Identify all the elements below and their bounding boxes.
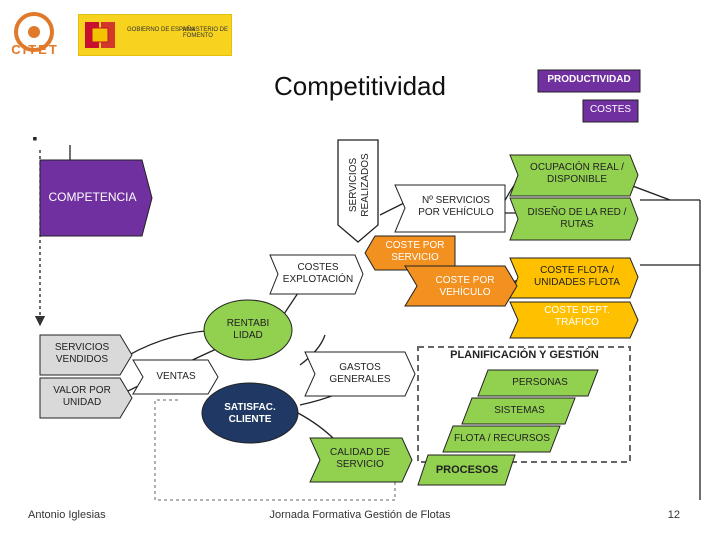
servicios-realizados-label: SERVICIOS REALIZADOS bbox=[348, 153, 371, 217]
government-logo: GOBIERNO DE ESPAÑA MINISTERIO DE FOMENTO bbox=[78, 14, 232, 56]
coste-vehiculo-label: COSTE POR VEHÍCULO bbox=[435, 275, 495, 298]
citet-logo-text: CITET bbox=[11, 42, 59, 57]
coat-of-arms-icon bbox=[85, 22, 115, 48]
satisfaccion-oval bbox=[201, 382, 299, 444]
connector-satisfac-calidad bbox=[297, 412, 336, 441]
gov-right-text: MINISTERIO DE FOMENTO bbox=[183, 27, 229, 39]
calidad-servicio-shape bbox=[309, 437, 413, 483]
procesos-shape bbox=[417, 454, 516, 486]
servicios-vendidos-shape bbox=[39, 334, 133, 376]
connector-right-1 bbox=[629, 184, 671, 201]
valor-unidad-shape bbox=[39, 377, 133, 419]
rentabilidad-label: RENTABI LIDAD bbox=[226, 318, 270, 341]
planificacion-frame bbox=[417, 346, 631, 463]
personas-shape bbox=[477, 369, 599, 397]
bullet-marker: ▪ bbox=[32, 130, 38, 146]
competencia-label: COMPETENCIA bbox=[48, 190, 137, 204]
coste-vehiculo-shape bbox=[404, 265, 518, 307]
planificacion-label: PLANIFICACIÓN Y GESTIÓN bbox=[450, 349, 599, 361]
gastos-generales-shape bbox=[304, 351, 416, 397]
coste-servicio-label: COSTE POR SERVICIO bbox=[385, 240, 445, 263]
competencia-shape bbox=[39, 159, 153, 237]
sistemas-label: SISTEMAS bbox=[494, 405, 545, 416]
diseno-red-label: DISEÑO DE LA RED / RUTAS bbox=[527, 207, 627, 230]
citet-logo: CITET bbox=[6, 10, 64, 60]
personas-label: PERSONAS bbox=[512, 377, 568, 388]
coste-dept-shape bbox=[509, 301, 639, 339]
calidad-servicio-label: CALIDAD DE SERVICIO bbox=[329, 447, 390, 470]
rentabilidad-oval bbox=[203, 299, 293, 361]
productividad-label: PRODUCTIVIDAD bbox=[547, 74, 631, 85]
flota-recursos-shape bbox=[442, 425, 561, 453]
costes-label: COSTES bbox=[589, 104, 632, 115]
ocupacion-shape bbox=[509, 154, 639, 197]
coste-dept-label: COSTE DEPT. TRÁFICO bbox=[544, 305, 610, 328]
diseno-red-shape bbox=[509, 197, 639, 241]
costes-explotacion-label: COSTES EXPLOTACIÓN bbox=[282, 262, 354, 285]
satisfaccion-label: SATISFAC. CLIENTE bbox=[224, 402, 276, 425]
ventas-shape bbox=[132, 359, 219, 395]
productividad-box bbox=[537, 69, 641, 93]
footer-event: Jornada Formativa Gestión de Flotas bbox=[269, 509, 451, 521]
costes-explotacion-shape bbox=[269, 254, 364, 295]
n-servicios-label: Nº SERVICIOS POR VEHÍCULO bbox=[418, 195, 494, 218]
dotted-bracket bbox=[154, 399, 396, 501]
valor-unidad-label: VALOR POR UNIDAD bbox=[53, 385, 111, 408]
ocupacion-label: OCUPACIÓN REAL / DISPONIBLE bbox=[530, 162, 624, 185]
page-number: 12 bbox=[667, 509, 680, 521]
gov-left-text: GOBIERNO DE ESPAÑA bbox=[127, 27, 195, 33]
flota-recursos-label: FLOTA / RECURSOS bbox=[454, 433, 550, 444]
n-servicios-shape bbox=[394, 184, 506, 233]
servicios-realizados-shape bbox=[337, 139, 379, 243]
sistemas-shape bbox=[461, 397, 576, 425]
ventas-label: VENTAS bbox=[156, 371, 196, 382]
costes-box bbox=[582, 99, 639, 123]
coste-flota-label: COSTE FLOTA / UNIDADES FLOTA bbox=[534, 265, 620, 288]
footer-author: Antonio Iglesias bbox=[28, 509, 106, 521]
procesos-label: PROCESOS bbox=[435, 464, 499, 476]
servicios-vendidos-label: SERVICIOS VENDIDOS bbox=[54, 342, 110, 365]
coste-flota-shape bbox=[509, 257, 639, 299]
citet-logo-icon bbox=[14, 12, 54, 52]
connector-gastos bbox=[299, 334, 326, 366]
gastos-generales-label: GASTOS GENERALES bbox=[329, 362, 391, 385]
page-title: Competitividad bbox=[274, 71, 446, 101]
